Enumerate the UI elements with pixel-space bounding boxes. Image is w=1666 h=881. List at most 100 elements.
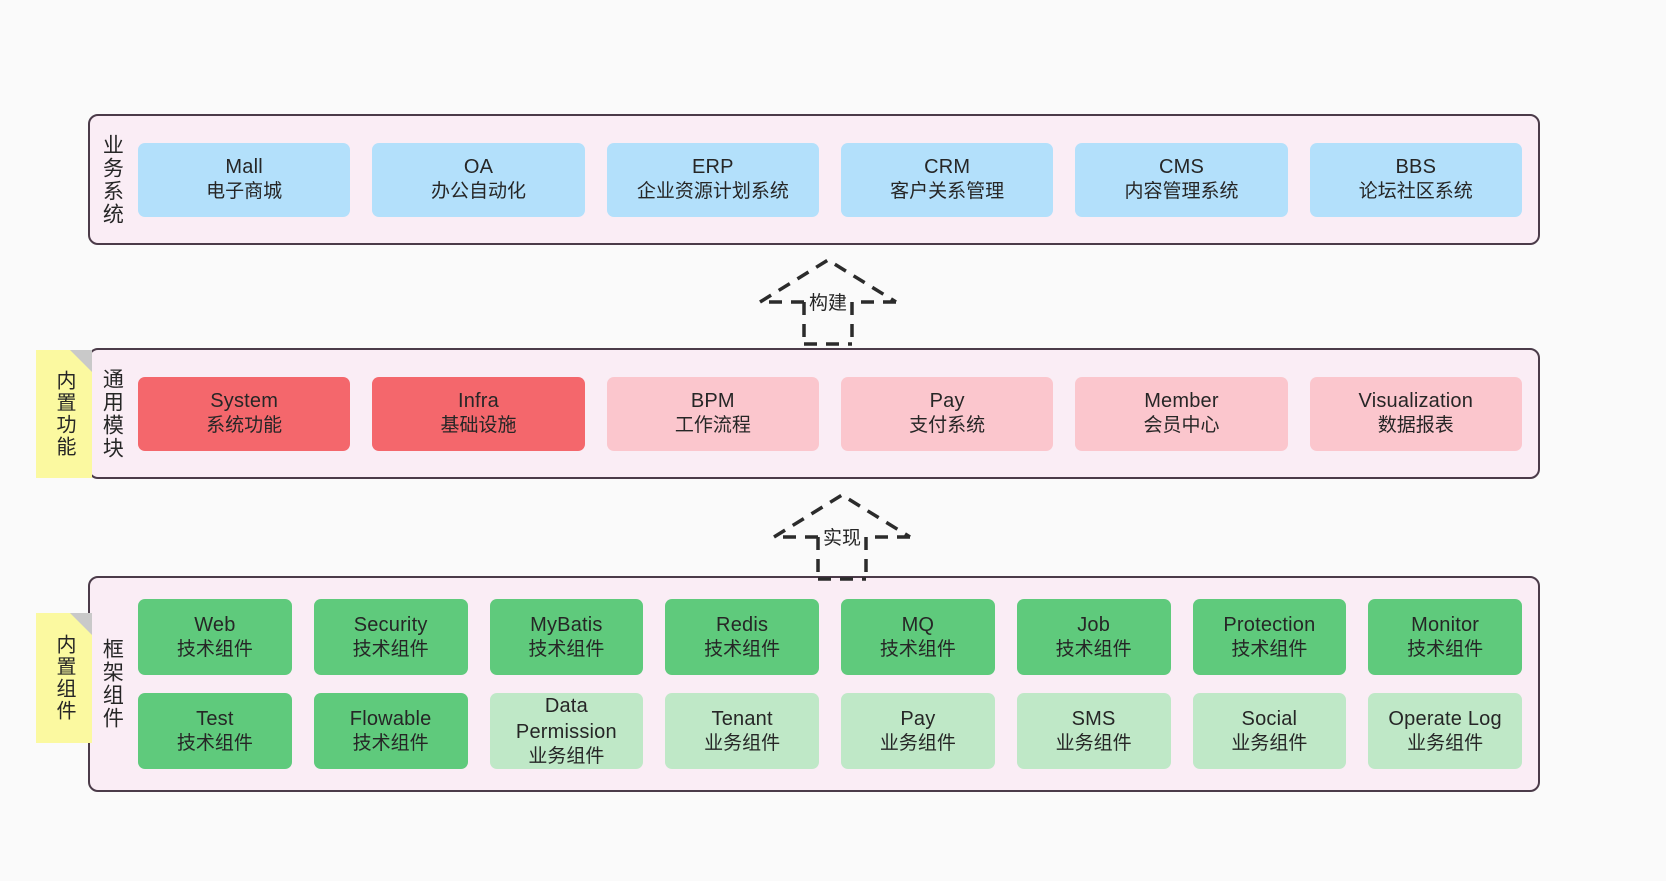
node-mq[interactable]: MQ 技术组件 <box>841 599 995 675</box>
node-name: Monitor <box>1411 613 1480 636</box>
node-monitor[interactable]: Monitor 技术组件 <box>1368 599 1522 675</box>
node-name: CRM <box>924 156 971 179</box>
node-name: Mall <box>225 156 263 179</box>
node-name: Infra <box>457 390 499 413</box>
node-job[interactable]: Job 技术组件 <box>1016 599 1171 675</box>
node-desc: 办公自动化 <box>430 181 526 203</box>
node-mybatis[interactable]: MyBatis 技术组件 <box>489 599 644 675</box>
node-name: Data Permission <box>515 694 617 743</box>
node-name: Web <box>194 613 236 636</box>
layer-title-framework-component: 框架组件 <box>100 638 124 730</box>
note-builtin-component: 内置组件 <box>36 613 92 743</box>
node-social[interactable]: Social 业务组件 <box>1192 693 1347 769</box>
node-security[interactable]: Security 技术组件 <box>313 599 468 675</box>
node-desc: 数据报表 <box>1377 415 1454 437</box>
layer-row: Web 技术组件 Security 技术组件 MyBatis 技术组件 Redi… <box>138 599 1522 675</box>
node-visualization[interactable]: Visualization 数据报表 <box>1309 376 1522 451</box>
layer-row: System 系统功能 Infra 基础设施 BPM 工作流程 Pay 支付系统… <box>138 376 1522 451</box>
layer-framework-component[interactable]: 框架组件 Web 技术组件 Security 技术组件 MyBatis 技术组件… <box>88 576 1540 792</box>
connector-build: 构建 <box>748 250 908 346</box>
node-oa[interactable]: OA 办公自动化 <box>372 142 585 217</box>
node-name: Tenant <box>711 707 773 730</box>
node-desc: 电子商城 <box>206 181 283 203</box>
node-desc: 企业资源计划系统 <box>636 181 789 203</box>
node-desc: 支付系统 <box>909 415 986 437</box>
node-desc: 业务组件 <box>1231 732 1308 754</box>
node-desc: 技术组件 <box>704 638 781 660</box>
node-name: Social <box>1241 707 1298 730</box>
node-desc: 业务组件 <box>704 732 781 754</box>
node-name: Security <box>353 613 428 636</box>
node-name: Pay <box>929 390 965 413</box>
node-desc: 业务组件 <box>879 732 956 754</box>
node-name: OA <box>463 156 494 179</box>
node-pay[interactable]: Pay 支付系统 <box>840 376 1054 451</box>
connector-label: 实现 <box>822 528 861 549</box>
node-name: Operate Log <box>1388 707 1502 730</box>
node-name: ERP <box>691 156 734 179</box>
node-member[interactable]: Member 会员中心 <box>1075 376 1288 451</box>
layer-common-module[interactable]: 通用模块 System 系统功能 Infra 基础设施 BPM 工作流程 Pay… <box>88 348 1540 479</box>
page-fold-icon <box>70 350 92 372</box>
node-name: Protection <box>1223 613 1316 636</box>
node-name: Pay <box>900 707 936 730</box>
node-desc: 技术组件 <box>352 732 429 754</box>
node-test[interactable]: Test 技术组件 <box>138 693 292 769</box>
connector-implement: 实现 <box>762 485 922 581</box>
node-desc: 技术组件 <box>176 732 253 754</box>
node-name: Visualization <box>1358 390 1474 413</box>
node-infra[interactable]: Infra 基础设施 <box>372 376 585 451</box>
layer-body-framework-component: Web 技术组件 Security 技术组件 MyBatis 技术组件 Redi… <box>132 578 1538 790</box>
node-sms[interactable]: SMS 业务组件 <box>1016 693 1171 769</box>
node-desc: 技术组件 <box>176 638 253 660</box>
node-desc: 技术组件 <box>1231 638 1308 660</box>
node-desc: 基础设施 <box>440 415 517 437</box>
node-protection[interactable]: Protection 技术组件 <box>1192 599 1347 675</box>
node-desc: 技术组件 <box>1407 638 1484 660</box>
note-builtin-function: 内置功能 <box>36 350 92 478</box>
node-flowable[interactable]: Flowable 技术组件 <box>313 693 468 769</box>
node-erp[interactable]: ERP 企业资源计划系统 <box>606 142 819 217</box>
node-name: System <box>210 390 279 413</box>
node-desc: 工作流程 <box>674 415 751 437</box>
node-name: Redis <box>716 613 769 636</box>
node-system[interactable]: System 系统功能 <box>138 376 351 451</box>
node-data-permission[interactable]: Data Permission 业务组件 <box>489 693 644 769</box>
node-crm[interactable]: CRM 客户关系管理 <box>840 142 1054 217</box>
node-name: MyBatis <box>530 613 603 636</box>
node-name: MQ <box>901 613 935 636</box>
node-pay-component[interactable]: Pay 业务组件 <box>841 693 995 769</box>
node-name: Test <box>196 707 234 730</box>
node-tenant[interactable]: Tenant 业务组件 <box>665 693 819 769</box>
node-desc: 客户关系管理 <box>890 181 1005 203</box>
layer-business-system[interactable]: 业务系统 Mall 电子商城 OA 办公自动化 ERP 企业资源计划系统 CRM… <box>88 114 1540 245</box>
note-label: 内置组件 <box>53 634 75 722</box>
node-mall[interactable]: Mall 电子商城 <box>138 142 351 217</box>
node-web[interactable]: Web 技术组件 <box>138 599 292 675</box>
node-desc: 会员中心 <box>1143 415 1220 437</box>
node-desc: 技术组件 <box>352 638 429 660</box>
node-desc: 技术组件 <box>1055 638 1132 660</box>
layer-title-business-system: 业务系统 <box>100 133 124 226</box>
node-desc: 技术组件 <box>879 638 956 660</box>
node-desc: 业务组件 <box>1407 732 1484 754</box>
node-name: BBS <box>1395 156 1437 179</box>
node-name: Job <box>1077 613 1111 636</box>
node-name: Flowable <box>349 707 432 730</box>
node-redis[interactable]: Redis 技术组件 <box>665 599 819 675</box>
node-bpm[interactable]: BPM 工作流程 <box>606 376 819 451</box>
layer-row: Test 技术组件 Flowable 技术组件 Data Permission … <box>138 693 1522 769</box>
node-bbs[interactable]: BBS 论坛社区系统 <box>1309 142 1522 217</box>
node-name: CMS <box>1158 156 1204 179</box>
node-name: Member <box>1144 390 1219 413</box>
node-desc: 内容管理系统 <box>1124 181 1239 203</box>
layer-body-common-module: System 系统功能 Infra 基础设施 BPM 工作流程 Pay 支付系统… <box>132 350 1538 477</box>
node-name: BPM <box>690 390 735 413</box>
node-operate-log[interactable]: Operate Log 业务组件 <box>1368 693 1522 769</box>
node-cms[interactable]: CMS 内容管理系统 <box>1075 142 1288 217</box>
node-desc: 业务组件 <box>1055 732 1132 754</box>
node-name: SMS <box>1071 707 1116 730</box>
note-label: 内置功能 <box>53 370 75 458</box>
node-desc: 系统功能 <box>206 415 283 437</box>
